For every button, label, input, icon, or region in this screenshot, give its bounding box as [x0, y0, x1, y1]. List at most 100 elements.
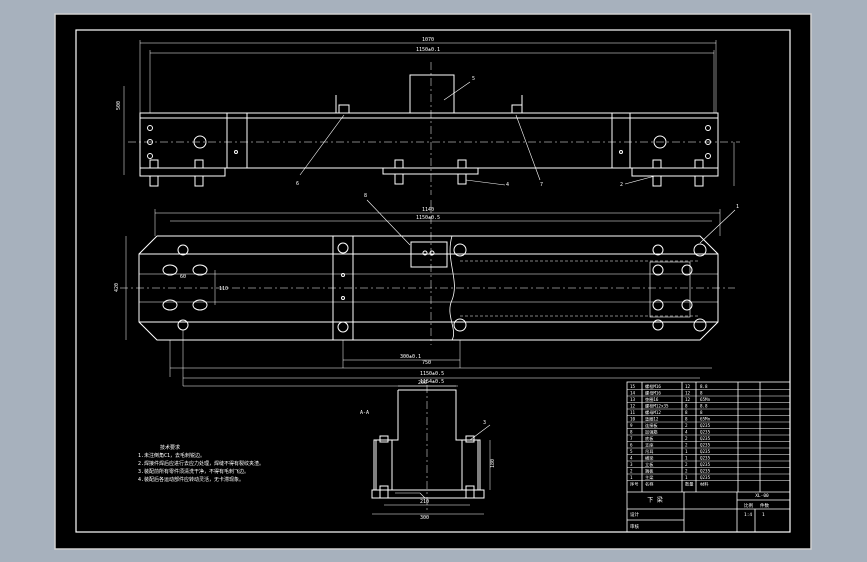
parts-cell-no: 2 [630, 469, 633, 474]
parts-cell-mat: Q235 [700, 462, 711, 467]
dim-height-mid: 420 [114, 283, 120, 292]
parts-cell-qty: 1 [685, 475, 688, 480]
parts-cell-qty: 2 [685, 469, 688, 474]
qty-value: 1 [762, 512, 765, 518]
drawing-sheet [54, 13, 812, 550]
note-3: 3.装配前所有零件须清洗干净，不得有毛刺飞边。 [138, 468, 249, 475]
callout-1: 1 [736, 204, 739, 210]
callout-8: 8 [364, 193, 367, 199]
dim-hole-pitch: 60 [180, 274, 186, 280]
scale-label: 比例 [744, 502, 753, 509]
parts-cell-qty: 1 [685, 449, 688, 454]
parts-cell-name: 垫圈16 [645, 396, 659, 403]
parts-cell-name: 底板 [645, 435, 654, 442]
callout-6: 6 [296, 181, 299, 187]
dim-detail-width: 200 [418, 380, 427, 386]
dim-top-second: 1150±0.1 [416, 47, 440, 53]
callout-4: 4 [506, 182, 509, 188]
parts-cell-qty: 12 [685, 397, 691, 402]
parts-cell-no: 12 [630, 404, 636, 409]
parts-cell-name: 螺栓M16 [645, 383, 661, 390]
section-view [371, 385, 491, 515]
parts-header-no: 序号 [630, 481, 638, 488]
dim-bottom-b: 750 [422, 360, 431, 366]
technical-notes: 技术要求 1.未注倒角C1，去毛刺锐边。 2.焊接件焊后应进行去应力处理，焊缝不… [138, 444, 264, 483]
parts-cell-no: 5 [630, 449, 633, 454]
parts-cell-mat: 8 [700, 410, 703, 415]
dim-detail-height: 180 [490, 459, 496, 468]
parts-cell-name: 连接板 [645, 422, 658, 429]
dim-detail-bottom: 300 [420, 515, 429, 521]
callout-7: 7 [540, 182, 543, 188]
parts-cell-mat: Q235 [700, 430, 711, 435]
parts-cell-no: 10 [630, 417, 636, 422]
parts-cell-no: 13 [630, 397, 636, 402]
dim-bottom-a: 300±0.1 [400, 354, 421, 360]
dim-top-overall: 1070 [422, 37, 434, 43]
parts-cell-name: 支座 [645, 442, 653, 449]
callout-5: 5 [472, 76, 475, 82]
parts-cell-qty: 8 [685, 410, 688, 415]
parts-cell-qty: 2 [685, 443, 688, 448]
parts-cell-name: 加强筋 [645, 429, 658, 436]
parts-cell-no: 1 [630, 475, 633, 480]
parts-header-qty: 数量 [685, 481, 693, 488]
parts-cell-name: 螺母M16 [645, 390, 661, 397]
parts-cell-no: 7 [630, 436, 633, 441]
parts-header-mat: 材料 [700, 481, 709, 488]
front-view [123, 40, 740, 195]
parts-cell-no: 9 [630, 423, 633, 428]
parts-cell-qty: 1 [685, 456, 688, 461]
parts-cell-no: 11 [630, 410, 636, 415]
dim-detail-inner: 210 [420, 499, 429, 505]
parts-cell-mat: Q235 [700, 443, 711, 448]
parts-header-name: 名称 [645, 481, 653, 488]
designer-label: 设计 [630, 511, 639, 518]
parts-cell-mat: 65Mn [700, 417, 711, 422]
parts-cell-mat: 8.8 [700, 404, 708, 409]
section-label: A-A [360, 410, 369, 416]
parts-cell-mat: Q235 [700, 449, 711, 454]
note-2: 2.焊接件焊后应进行去应力处理，焊缝不得有裂纹夹渣。 [138, 460, 264, 467]
parts-cell-mat: 65Mn [700, 397, 711, 402]
parts-cell-name: 端板 [645, 468, 654, 475]
parts-cell-mat: Q235 [700, 456, 711, 461]
parts-cell-qty: 2 [685, 462, 688, 467]
parts-cell-name: 吊耳 [645, 449, 653, 455]
parts-cell-mat: Q235 [700, 436, 711, 441]
parts-cell-mat: 8.8 [700, 384, 708, 389]
parts-cell-mat: Q235 [700, 423, 711, 428]
parts-cell-name: 横梁 [645, 455, 654, 462]
drawing-number: XL-00 [755, 493, 769, 499]
parts-cell-qty: 8 [685, 417, 688, 422]
title-block-frame [626, 381, 791, 533]
parts-cell-name: 主梁 [645, 474, 654, 481]
parts-cell-qty: 8 [685, 404, 688, 409]
checker-label: 审核 [630, 523, 639, 530]
parts-cell-mat: Q235 [700, 475, 711, 480]
dim-mid-top: 1140 [422, 207, 434, 213]
dim-hole-pitch-v: 110 [219, 286, 228, 292]
parts-cell-name: 垫圈12 [645, 416, 659, 423]
plan-view [120, 199, 736, 387]
part-name: 下 梁 [647, 496, 663, 504]
dim-mid-inner: 1150±0.5 [416, 215, 440, 221]
callout-3: 3 [483, 420, 486, 426]
parts-cell-qty: 12 [685, 384, 691, 389]
parts-cell-no: 15 [630, 384, 636, 389]
parts-cell-qty: 4 [685, 430, 688, 435]
parts-cell-no: 4 [630, 456, 633, 461]
note-4: 4.装配后各运动部件应转动灵活，无卡滞现象。 [138, 476, 244, 483]
parts-cell-no: 8 [630, 430, 633, 435]
parts-cell-no: 3 [630, 462, 633, 467]
note-1: 1.未注倒角C1，去毛刺锐边。 [138, 452, 205, 459]
dim-bottom-d: 1154±0.5 [420, 379, 444, 385]
qty-label: 件数 [760, 502, 769, 509]
parts-cell-name: 螺母M12 [645, 409, 661, 416]
dim-bottom-c: 1150±0.5 [420, 371, 444, 377]
parts-cell-qty: 12 [685, 391, 691, 396]
parts-cell-qty: 2 [685, 436, 688, 441]
notes-title: 技术要求 [160, 444, 180, 451]
